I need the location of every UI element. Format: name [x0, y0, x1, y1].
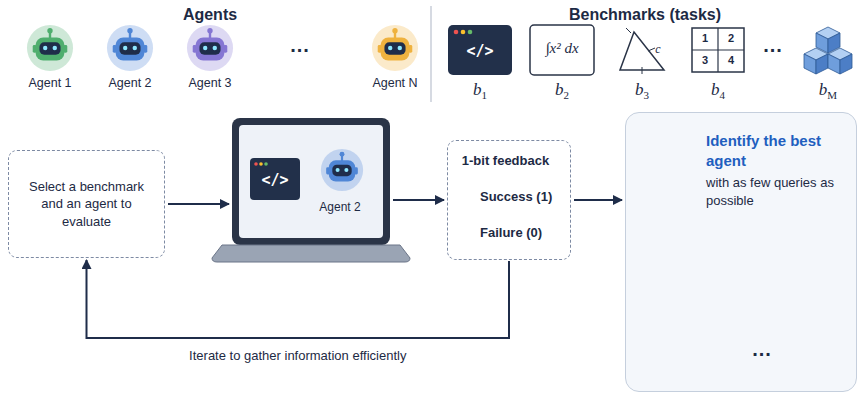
section-title: Agents — [150, 6, 270, 24]
laptop-screen: Agent 2 — [232, 118, 390, 262]
benchmark-label: b3 — [622, 80, 662, 101]
integral-text: ∫x² dx — [532, 40, 592, 57]
benchmark-label: b4 — [698, 80, 738, 101]
flow-arrow — [168, 203, 229, 205]
grid-cell: 3 — [695, 54, 715, 66]
result-heading: Identify the best agent — [706, 131, 846, 170]
edge-label: Iterate to gather information efficientl… — [186, 348, 409, 363]
agent-label: Agent 2 — [305, 200, 375, 214]
result-text: with as few queries as possible — [706, 174, 846, 209]
success-text: Success (1) — [480, 189, 552, 204]
feedback-box: 1-bit feedbackSuccess (1) Failure (0) — [447, 140, 571, 260]
agent-label: Agent 2 — [100, 76, 160, 90]
ellipsis: ... — [755, 34, 791, 57]
flow-arrow — [574, 199, 622, 201]
code-symbol: </> — [250, 171, 300, 189]
start-box: Select a benchmark and an agent to evalu… — [8, 150, 165, 258]
agent-label: Agent N — [365, 76, 425, 90]
feedback-title: 1-bit feedback — [448, 153, 563, 168]
failure-text: Failure (0) — [480, 225, 542, 240]
benchmark-label: bM — [808, 80, 848, 101]
grid-cell: 4 — [721, 54, 741, 66]
ellipsis: ... — [280, 34, 320, 57]
benchmark-label: b2 — [542, 80, 582, 101]
flow-arrow — [87, 260, 510, 338]
section-title: Benchmarks (tasks) — [545, 6, 745, 24]
benchmark-label: b1 — [460, 80, 500, 101]
agent-label: Agent 3 — [180, 76, 240, 90]
side-label: c — [651, 42, 665, 57]
flow-arrow — [393, 199, 444, 201]
step-text: Select a benchmark and an agent to evalu… — [19, 178, 154, 231]
agent-label: Agent 1 — [20, 76, 80, 90]
grid-cell: 1 — [695, 32, 715, 44]
code-symbol: </> — [455, 42, 505, 60]
grid-cell: 2 — [721, 32, 741, 44]
result-panel: Identify the best agent with as few queri… — [625, 112, 857, 392]
ellipsis: ... — [742, 338, 782, 361]
